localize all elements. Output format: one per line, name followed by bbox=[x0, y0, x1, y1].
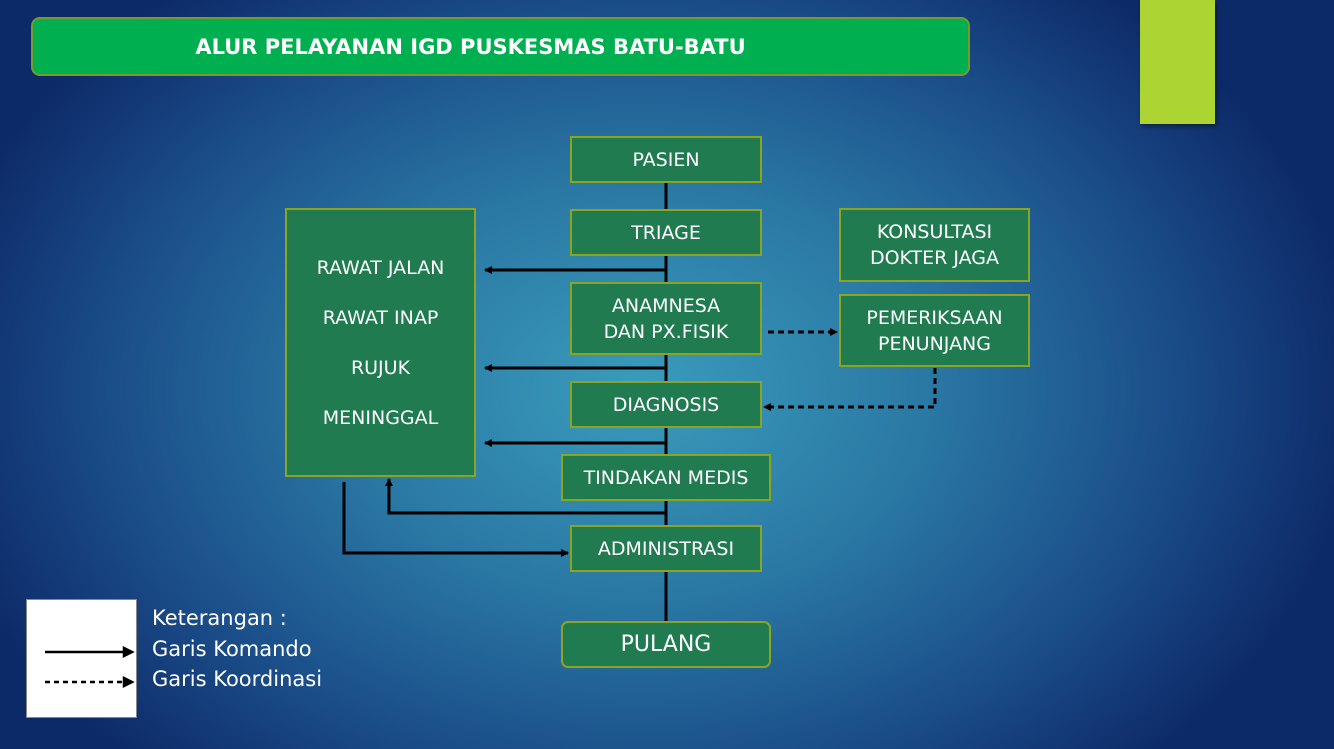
box-pasien: PASIEN bbox=[570, 136, 762, 183]
box-label: PASIEN bbox=[632, 148, 700, 171]
box-label: ADMINISTRASI bbox=[597, 537, 735, 560]
box-label: ANAMNESA bbox=[611, 294, 721, 317]
outcome-rujuk: RUJUK bbox=[350, 356, 411, 379]
legend-coordination: Garis Koordinasi bbox=[152, 667, 323, 691]
box-label: PEMERIKSAAN bbox=[866, 306, 1003, 329]
outcome-rawat-jalan: RAWAT JALAN bbox=[316, 256, 445, 279]
arrow-outcomes-to-administrasi bbox=[342, 482, 569, 557]
box-diagnosis: DIAGNOSIS bbox=[570, 381, 762, 428]
box-pemeriksaan: PEMERIKSAAN PENUNJANG bbox=[839, 294, 1030, 367]
outcome-rawat-inap: RAWAT INAP bbox=[322, 306, 439, 329]
box-outcomes: RAWAT JALAN RAWAT INAP RUJUK MENINGGAL bbox=[285, 208, 476, 477]
box-anamnesa: ANAMNESA DAN PX.FISIK bbox=[570, 282, 762, 355]
outcome-meninggal: MENINGGAL bbox=[322, 406, 439, 429]
box-pulang: PULANG bbox=[561, 621, 771, 668]
arrow-tindakan-to-outcomes bbox=[385, 478, 666, 515]
box-tindakan-medis: TINDAKAN MEDIS bbox=[561, 454, 771, 501]
page-title: ALUR PELAYANAN IGD PUSKESMAS BATU-BATU bbox=[31, 17, 970, 76]
accent-bar bbox=[1140, 0, 1215, 124]
box-administrasi: ADMINISTRASI bbox=[570, 525, 762, 572]
legend-heading: Keterangan : bbox=[152, 606, 287, 630]
box-label: TRIAGE bbox=[631, 221, 701, 244]
box-label: DOKTER JAGA bbox=[869, 247, 1000, 269]
legend-command: Garis Komando bbox=[152, 637, 312, 661]
box-label: TINDAKAN MEDIS bbox=[583, 466, 749, 489]
box-label: DIAGNOSIS bbox=[612, 393, 720, 416]
legend-box bbox=[26, 599, 137, 718]
box-label: DAN PX.FISIK bbox=[603, 320, 729, 343]
box-konsultasi: KONSULTASI DOKTER JAGA bbox=[839, 208, 1030, 282]
box-label: PULANG bbox=[620, 631, 712, 657]
box-triage: TRIAGE bbox=[570, 209, 762, 256]
dashed-arrow-to-diagnosis bbox=[763, 368, 937, 411]
box-label: PENUNJANG bbox=[878, 332, 991, 355]
box-label: KONSULTASI bbox=[876, 221, 993, 243]
